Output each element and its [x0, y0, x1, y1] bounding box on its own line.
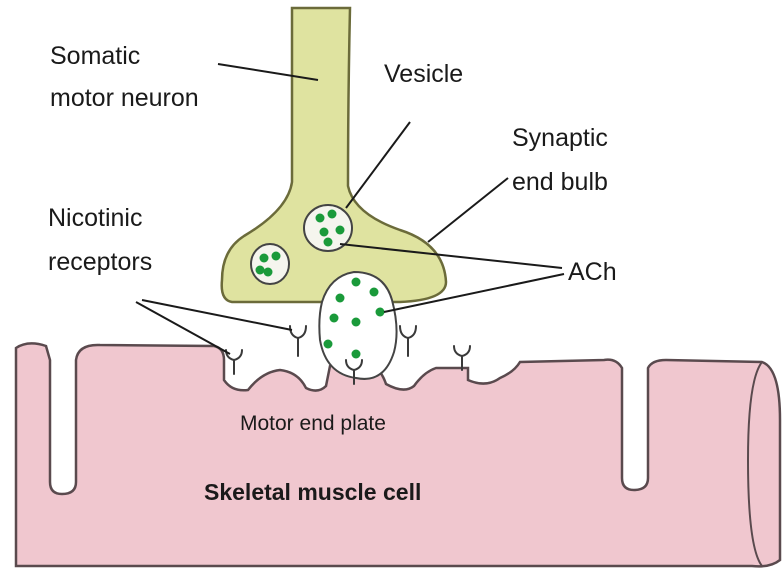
label-nicotinic-line2: receptors	[48, 248, 152, 276]
ach-dot	[324, 238, 333, 247]
label-somatic-line2: motor neuron	[50, 84, 199, 112]
ach-dot	[352, 350, 361, 359]
label-somatic-line1: Somatic	[50, 42, 140, 70]
ach-dot	[324, 340, 333, 349]
label-nicotinic-line1: Nicotinic	[48, 204, 142, 232]
label-synaptic-line1: Synaptic	[512, 124, 608, 152]
ach-dot	[272, 252, 281, 261]
label-motor-end-plate: Motor end plate	[240, 412, 386, 435]
ach-dot	[320, 228, 329, 237]
ach-dot	[328, 210, 337, 219]
label-synaptic-line2: end bulb	[512, 168, 608, 196]
nicotinic-receptor	[454, 346, 470, 370]
leader-synaptic	[428, 178, 508, 242]
ach-dot	[264, 268, 273, 277]
ach-dot	[256, 266, 265, 275]
ach-dot	[260, 254, 269, 263]
leader-nicotinic-1	[142, 300, 292, 330]
ach-dot	[330, 314, 339, 323]
ach-dot	[336, 294, 345, 303]
label-vesicle: Vesicle	[384, 60, 463, 88]
leader-vesicle	[346, 122, 410, 208]
ach-dot	[370, 288, 379, 297]
label-skeletal-muscle-cell: Skeletal muscle cell	[204, 479, 421, 505]
ach-dot	[316, 214, 325, 223]
nicotinic-receptor	[400, 326, 416, 356]
ach-dot	[352, 318, 361, 327]
skeletal-muscle-cell	[16, 343, 780, 566]
ach-dot	[336, 226, 345, 235]
label-ach: ACh	[568, 258, 617, 286]
vesicle	[251, 244, 289, 284]
ach-dot	[376, 308, 385, 317]
nicotinic-receptor	[290, 326, 306, 356]
ach-dot	[352, 278, 361, 287]
